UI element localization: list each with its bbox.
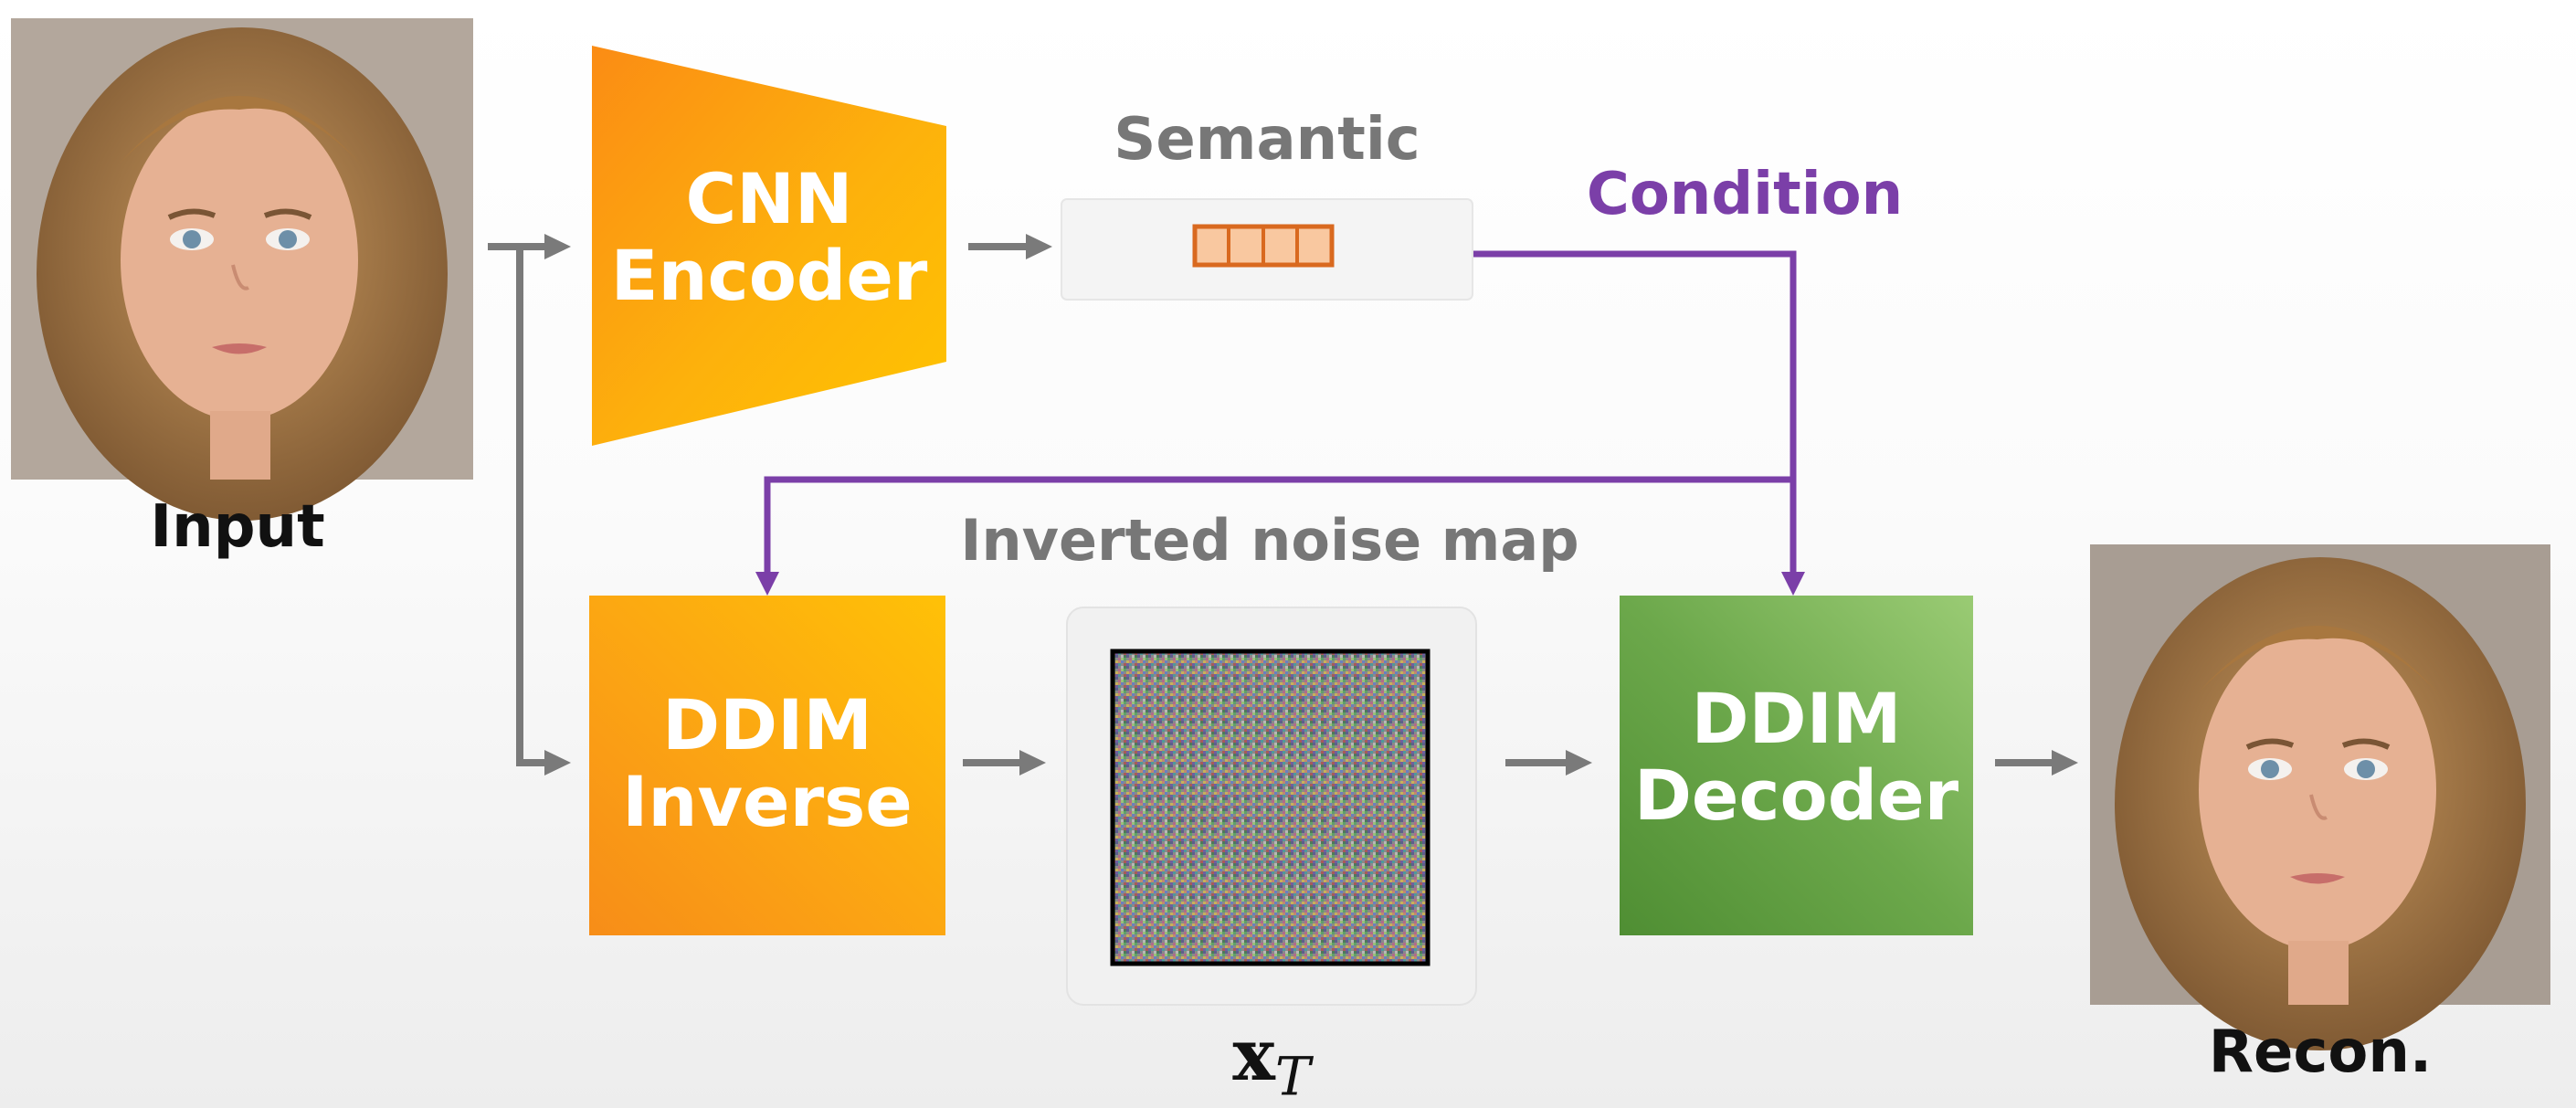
condition-label: Condition <box>1586 161 1904 228</box>
ddim-decoder-line2: Decoder <box>1633 754 1959 836</box>
cnn-encoder-line1: CNN <box>685 158 853 239</box>
noise-map-label: Inverted noise map <box>960 507 1579 574</box>
ddim-inverse-line2: Inverse <box>622 761 913 842</box>
inverse-to-noise-arrow <box>963 750 1046 776</box>
decoder-to-output-arrow <box>1995 750 2078 776</box>
input-portrait <box>11 18 473 521</box>
input-to-encoder-arrow <box>488 234 571 259</box>
input-to-inverse-arrow <box>516 247 571 776</box>
input-label: Input <box>150 493 325 561</box>
encoder-to-semantic-arrow <box>968 234 1052 259</box>
ddim-inverse-line1: DDIM <box>661 684 873 765</box>
semantic-latent-vector <box>1192 224 1335 268</box>
semantic-label: Semantic <box>1114 106 1420 174</box>
ddim-decoder-line1: DDIM <box>1691 678 1902 759</box>
cnn-encoder-line2: Encoder <box>610 235 928 316</box>
noise-symbol: xT <box>1180 1014 1363 1108</box>
ddim-decoder-block <box>1620 596 1973 935</box>
recon-label: Recon. <box>2208 1018 2433 1086</box>
ddim-inverse-block <box>589 596 945 935</box>
ddim-inverse-text: DDIM Inverse <box>589 687 945 840</box>
cnn-encoder-text: CNN Encoder <box>592 161 946 314</box>
noise-symbol-subscript: T <box>1274 1045 1311 1108</box>
ddim-decoder-text: DDIM Decoder <box>1620 681 1973 834</box>
recon-portrait <box>2090 544 2550 1050</box>
noise-symbol-x: x <box>1232 1014 1275 1097</box>
condition-arrows <box>755 250 1805 596</box>
cnn-encoder-block <box>592 46 946 446</box>
noise-to-decoder-arrow <box>1505 750 1592 776</box>
noise-map-image <box>1110 649 1431 966</box>
